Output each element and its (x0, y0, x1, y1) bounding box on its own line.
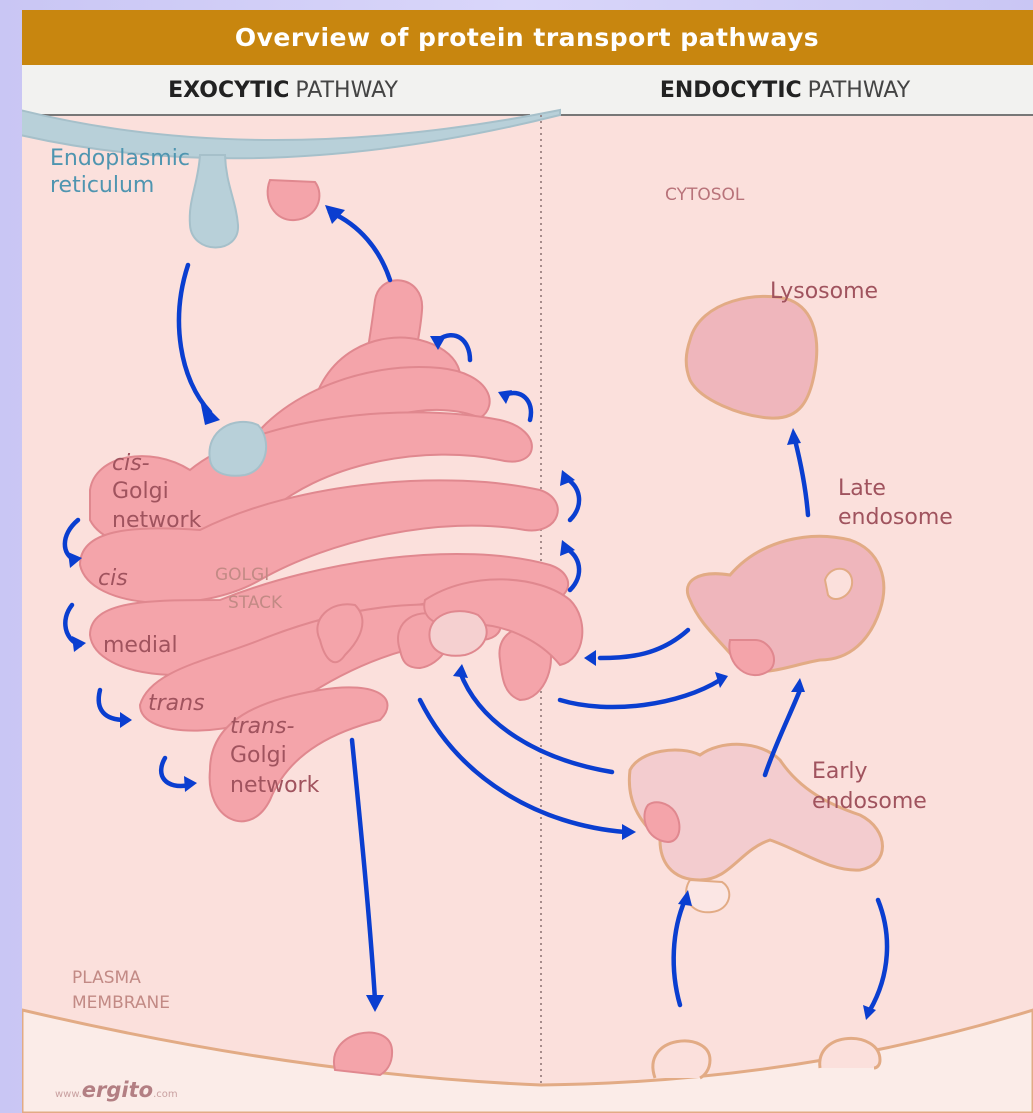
cis-label: cis (98, 566, 128, 591)
late-endosome-label-1: Late (838, 476, 886, 501)
diagram-title: Overview of protein transport pathways (235, 23, 819, 52)
trans-label: trans (148, 691, 205, 716)
early-endosome-label-2: endosome (812, 789, 927, 814)
medial-label: medial (103, 633, 178, 658)
er-label-line2: reticulum (50, 173, 154, 198)
er-label-line1: Endoplasmic (50, 146, 190, 171)
cis-golgi-label-3: network (112, 508, 202, 533)
cytosol-label: CYTOSOL (665, 185, 745, 205)
late-endosome-label-2: endosome (838, 505, 953, 530)
lysosome-label: Lysosome (770, 279, 878, 304)
plasma-membrane-label-2: MEMBRANE (72, 993, 170, 1013)
trans-golgi-label-2: Golgi (230, 743, 287, 768)
golgi-pale-vesicle (429, 611, 486, 656)
endocytic-pit-1 (653, 1041, 710, 1078)
cis-golgi-label-2: Golgi (112, 479, 169, 504)
trans-golgi-label-1: trans- (230, 714, 295, 739)
early-endosome-label-1: Early (812, 759, 868, 784)
golgi-stack-label-2: STACK (228, 593, 283, 613)
trans-golgi-label-3: network (230, 773, 320, 798)
er-vesicle-top (268, 180, 320, 220)
golgi-stack-label-1: GOLGI (215, 565, 269, 585)
cis-golgi-label-1: cis- (112, 451, 150, 476)
plasma-membrane-label-1: PLASMA (72, 968, 141, 988)
